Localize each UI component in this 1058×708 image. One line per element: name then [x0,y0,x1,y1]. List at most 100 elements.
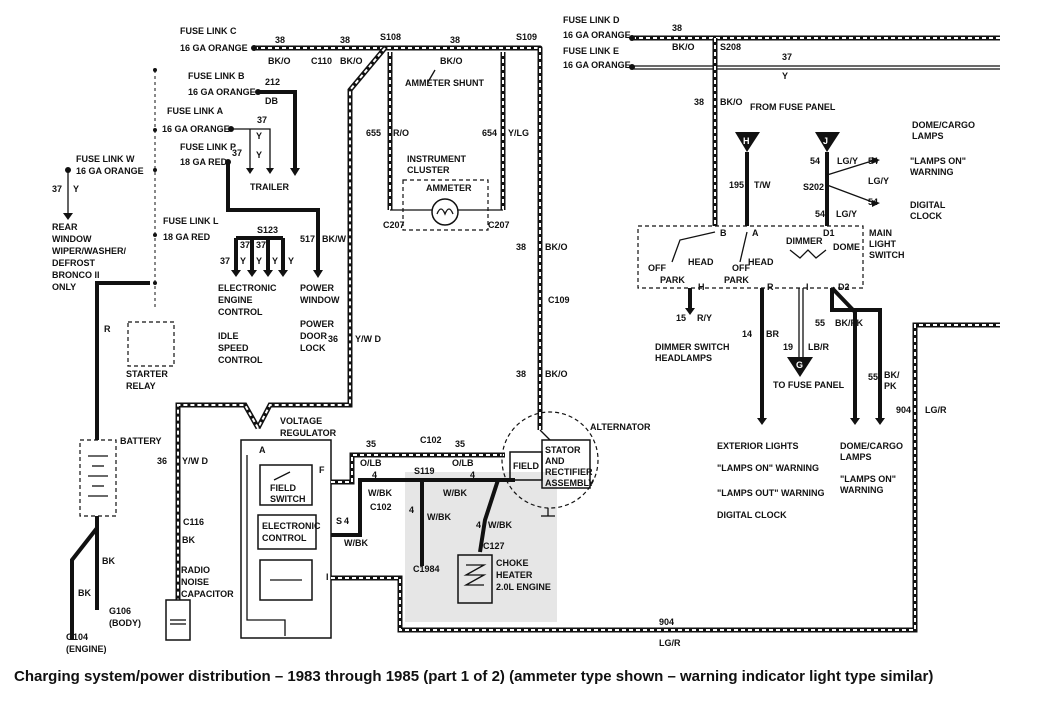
digital-clock-label: DIGITAL CLOCK [717,510,787,520]
wire-54-label: 54 [810,156,820,166]
wire-19-label: 19 [783,342,793,352]
connector-c207: C207 [488,220,510,230]
ammeter-shunt: AMMETER SHUNT 655 R/O 654 Y/LG [366,52,529,210]
fuse-link-e-name: FUSE LINK E [563,46,619,56]
to-fuse-panel-label: TO FUSE PANEL [773,380,845,390]
wire-y-label: Y [73,184,79,194]
main-light-switch: MAIN LIGHT SWITCH B A D1 D2 R H I OFF PA… [637,225,905,292]
wire-db-label: DB [265,96,278,106]
idle-speed-control-label: CONTROL [218,355,263,365]
fuse-link-c-name: FUSE LINK C [180,26,237,36]
radio-noise-capacitor-label: NOISE [181,577,209,587]
fuse-link-b-circuit: FUSE LINK B 16 GA ORANGE 212 DB [188,71,300,176]
idle-speed-control-label: IDLE [218,331,239,341]
dome-cargo-lamps-label: LAMPS [912,131,944,141]
load-labels: ELECTRONIC ENGINE CONTROL POWER WINDOW P… [218,283,340,365]
dome-cargo-lamps-label: DOME/CARGO [912,120,975,130]
wire-37-label: 37 [257,115,267,125]
wire-35-label: 35 [366,439,376,449]
exterior-lights-label: EXTERIOR LIGHTS [717,441,799,451]
fuse-link-l-name: FUSE LINK L [163,216,219,226]
rear-window-label: WIPER/WASHER/ [52,246,127,256]
wire-38-label: 38 [275,35,285,45]
connector-c110: C110 [311,56,332,66]
wire-y-label: Y [256,150,262,160]
stator-label: AND [545,456,565,466]
digital-clock-label: DIGITAL [910,200,946,210]
connector-j-label: J [823,136,828,146]
wire-lgr-label: LG/R [659,638,681,648]
wire-ywd-label: Y/W D [182,456,208,466]
wire-55-label: 55 [868,372,878,382]
power-door-lock-label: LOCK [300,343,326,353]
connector-g-label: G [796,360,803,370]
radio-noise-capacitor-label: RADIO [181,565,210,575]
choke-heater-label: 2.0L ENGINE [496,582,551,592]
digital-clock-label: CLOCK [910,211,942,221]
wire-lgr-label: LG/R [925,405,947,415]
connector-c102: C102 [370,502,392,512]
wire-655-label: 655 [366,128,381,138]
wire-pk-label: PK [884,381,897,391]
rear-window-label: WINDOW [52,234,92,244]
instrument-cluster: INSTRUMENT CLUSTER AMMETER C207 C207 [383,154,510,231]
wire-37-label: 37 [220,256,230,266]
wire-37-label: 37 [256,240,266,250]
wire-37-label: 37 [52,184,62,194]
wire-wbk-label: W/BK [488,520,512,530]
field-wires: 35 35 C102 O/LB O/LB S119 4 4 W/BK W/BK … [331,322,1000,648]
lamps-on-warning-label: WARNING [910,167,954,177]
idle-speed-control-label: SPEED [218,343,249,353]
wire-y-label: Y [256,256,262,266]
dimmer-switch-label: DIMMER SWITCH [655,342,730,352]
wire-y-label: Y [256,131,262,141]
ground-g106-sub: (BODY) [109,618,141,628]
connector-h-label: H [743,136,750,146]
fuse-link-w-circuit: FUSE LINK W 16 GA ORANGE 37 Y REAR WINDO… [52,68,175,440]
wire-38-label: 38 [516,242,526,252]
wire-bkw-label: BK/W [322,234,346,244]
regulator-terminal-f: F [319,465,325,475]
wire-y-label: Y [782,71,788,81]
splice-s123: S123 [257,225,278,235]
wire-37-label: 37 [782,52,792,62]
wire-36-label: 36 [328,334,338,344]
switch-terminal-a: A [752,228,759,238]
wire-ro-label: R/O [393,128,409,138]
wire-ylg-label: Y/LG [508,128,529,138]
connector-c102: C102 [420,435,442,445]
wire-37-label: 37 [240,240,250,250]
fuse-link-e-gauge: 16 GA ORANGE [563,60,631,70]
wire-tw-label: T/W [754,180,771,190]
wire-38-label: 38 [672,23,682,33]
fuse-link-b-gauge: 16 GA ORANGE [188,87,256,97]
connector-c1984: C1984 [413,564,440,574]
wire-lgy-label: LG/Y [837,156,858,166]
wire-y-label: Y [240,256,246,266]
wire-wbk-label: W/BK [427,512,451,522]
wire-4-label: 4 [470,470,475,480]
instrument-cluster-label: INSTRUMENT [407,154,466,164]
voltage-regulator-label: VOLTAGE [280,416,322,426]
switch-terminal-h: H [698,282,705,292]
switch-terminal-i: I [806,282,809,292]
main-light-switch-label: LIGHT [869,239,896,249]
wire-color-label: BK/O [440,56,463,66]
regulator-terminal-i: I [326,572,329,582]
wire-517-label: 517 [300,234,315,244]
dome-cargo-lamps-label: DOME/CARGO [840,441,903,451]
choke-heater: 4 W/BK 4 W/BK C127 C1984 CHOKE HEATER 2.… [409,478,551,604]
wire-color-label: BK/O [672,42,695,52]
choke-heater-label: HEATER [496,570,533,580]
wire-54-label: 54 [868,197,878,207]
wire-color-label: BK/O [545,242,568,252]
from-fuse-panel-label: FROM FUSE PANEL [750,102,836,112]
fuse-link-a-circuit: FUSE LINK A 16 GA ORANGE 37 Y Y 37 [162,106,274,174]
voltage-regulator: VOLTAGE REGULATOR A F S I FIELD SWITCH E… [240,416,342,639]
lamps-out-warning-label: "LAMPS OUT" WARNING [717,488,825,498]
wire-15-label: 15 [676,313,686,323]
splice-s108: S108 [380,32,401,42]
fuse-link-a-name: FUSE LINK A [167,106,224,116]
wire-ry-label: R/Y [697,313,712,323]
switch-off-label: OFF [648,263,666,273]
